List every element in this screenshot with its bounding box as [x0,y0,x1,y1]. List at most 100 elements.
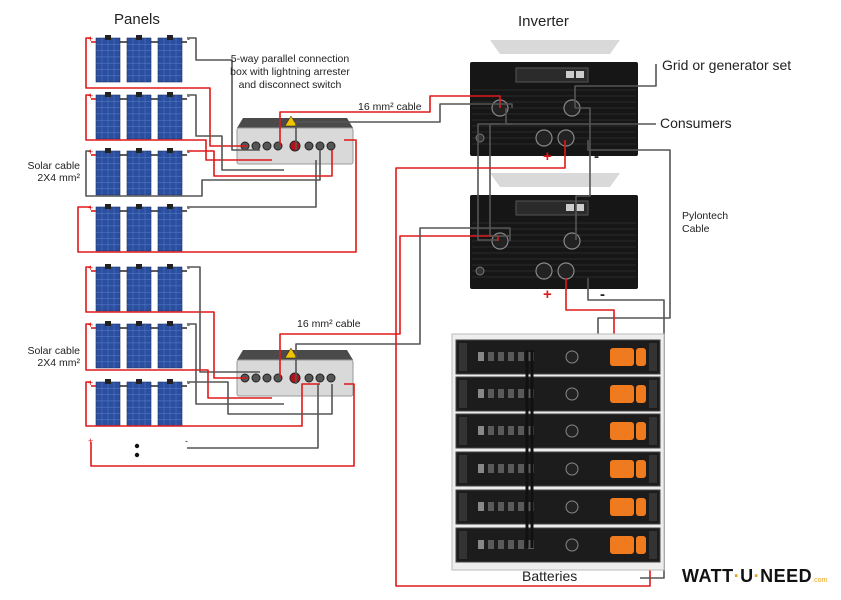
battery-module [455,376,661,412]
negative-wire [187,266,260,373]
disconnect-switch-icon [289,372,301,384]
consumers-label: Consumers [660,115,732,131]
solar-panel [95,321,121,369]
solar-panel [95,148,121,196]
pv-input-cable [279,95,501,146]
battery-port-icon [518,464,524,473]
battery-handle [649,417,657,445]
terminal-icon [251,373,261,383]
solar-panel [95,92,121,140]
cable-gland-icon [557,262,575,280]
battery-connector [636,460,646,478]
string-minus-sign: - [187,320,190,330]
negative-wire [187,94,284,171]
battery-handle [459,343,467,371]
cable-gland-icon [563,232,581,250]
dc-positive-cable [395,140,651,587]
dc-negative-cable [587,278,665,579]
solar-panel [157,204,183,252]
battery-port-icon [488,426,494,435]
batteries-label: Batteries [522,568,578,584]
string-minus-sign: - [187,34,190,44]
battery-port-icon [478,464,484,473]
connection-box [236,347,354,397]
string-minus-sign: - [187,263,190,273]
cable-16-bottom-label: 16 mm² cable [297,318,361,330]
solar-panel [157,148,183,196]
negative-wire [85,150,321,197]
battery-connector [610,385,634,403]
battery-port-icon [518,540,524,549]
terminal-icon [262,141,272,151]
inverter-title: Inverter [518,13,569,30]
battery-handle [459,417,467,445]
battery-port-icon [498,426,504,435]
battery-module [455,489,661,525]
battery-port-icon [498,389,504,398]
positive-wire [90,383,355,467]
battery-port-icon [478,426,484,435]
battery-port-icon [478,352,484,361]
string-plus-sign: + [88,91,94,101]
positive-wire [187,150,333,177]
battery-handle [649,493,657,521]
pylontech-cable-label: Pylontech Cable [682,210,729,235]
battery-handle [649,343,657,371]
cable-gland-icon [557,129,575,147]
string-minus-sign: - [187,378,190,388]
battery-handle [649,380,657,408]
pylontech-cable [587,140,671,342]
battery-module [455,451,661,487]
positive-wire [85,37,248,147]
battery-connector [610,422,634,440]
string-plus-sign: + [88,263,94,273]
string-minus-sign: - [187,147,190,157]
battery-switch-icon [565,387,579,401]
inverter-2 [470,173,638,289]
solar-panel [157,379,183,427]
battery-port-icon [488,502,494,511]
solar-panel [95,264,121,312]
positive-wire [85,94,272,161]
terminal-icon [304,373,314,383]
battery-handle [459,531,467,559]
ethernet-port-icon [566,204,574,211]
battery-port-icon [508,502,514,511]
solar-panel [95,379,121,427]
pv-input-cable [279,235,499,378]
battery-port-icon [478,389,484,398]
battery-connector [610,348,634,366]
pv-input-cable [295,227,511,384]
battery-handle [459,380,467,408]
solar-panel [126,321,152,369]
ethernet-port-icon [576,71,584,78]
solar-panel [157,321,183,369]
panels-title: Panels [114,11,160,28]
battery-module [455,527,661,563]
battery-switch-icon [565,538,579,552]
parallel-cable [489,123,512,237]
terminal-icon [304,141,314,151]
battery-port-icon [518,426,524,435]
inverter-2-plus-sign: + [543,286,552,303]
battery-port-icon [478,502,484,511]
solar-panel [126,92,152,140]
battery-port-icon [488,389,494,398]
battery-connector [610,460,634,478]
solar-panel [95,204,121,252]
battery-port-icon [498,352,504,361]
battery-port-icon [498,502,504,511]
string-plus-sign: + [88,147,94,157]
solar-panel [126,204,152,252]
battery-handle [649,531,657,559]
battery-port-icon [488,352,494,361]
string-minus-sign: - [185,436,188,446]
battery-handle [459,493,467,521]
battery-connector [636,498,646,516]
battery-connector [610,536,634,554]
string-minus-sign: - [187,91,190,101]
battery-connector [610,498,634,516]
solar-panel [95,35,121,83]
